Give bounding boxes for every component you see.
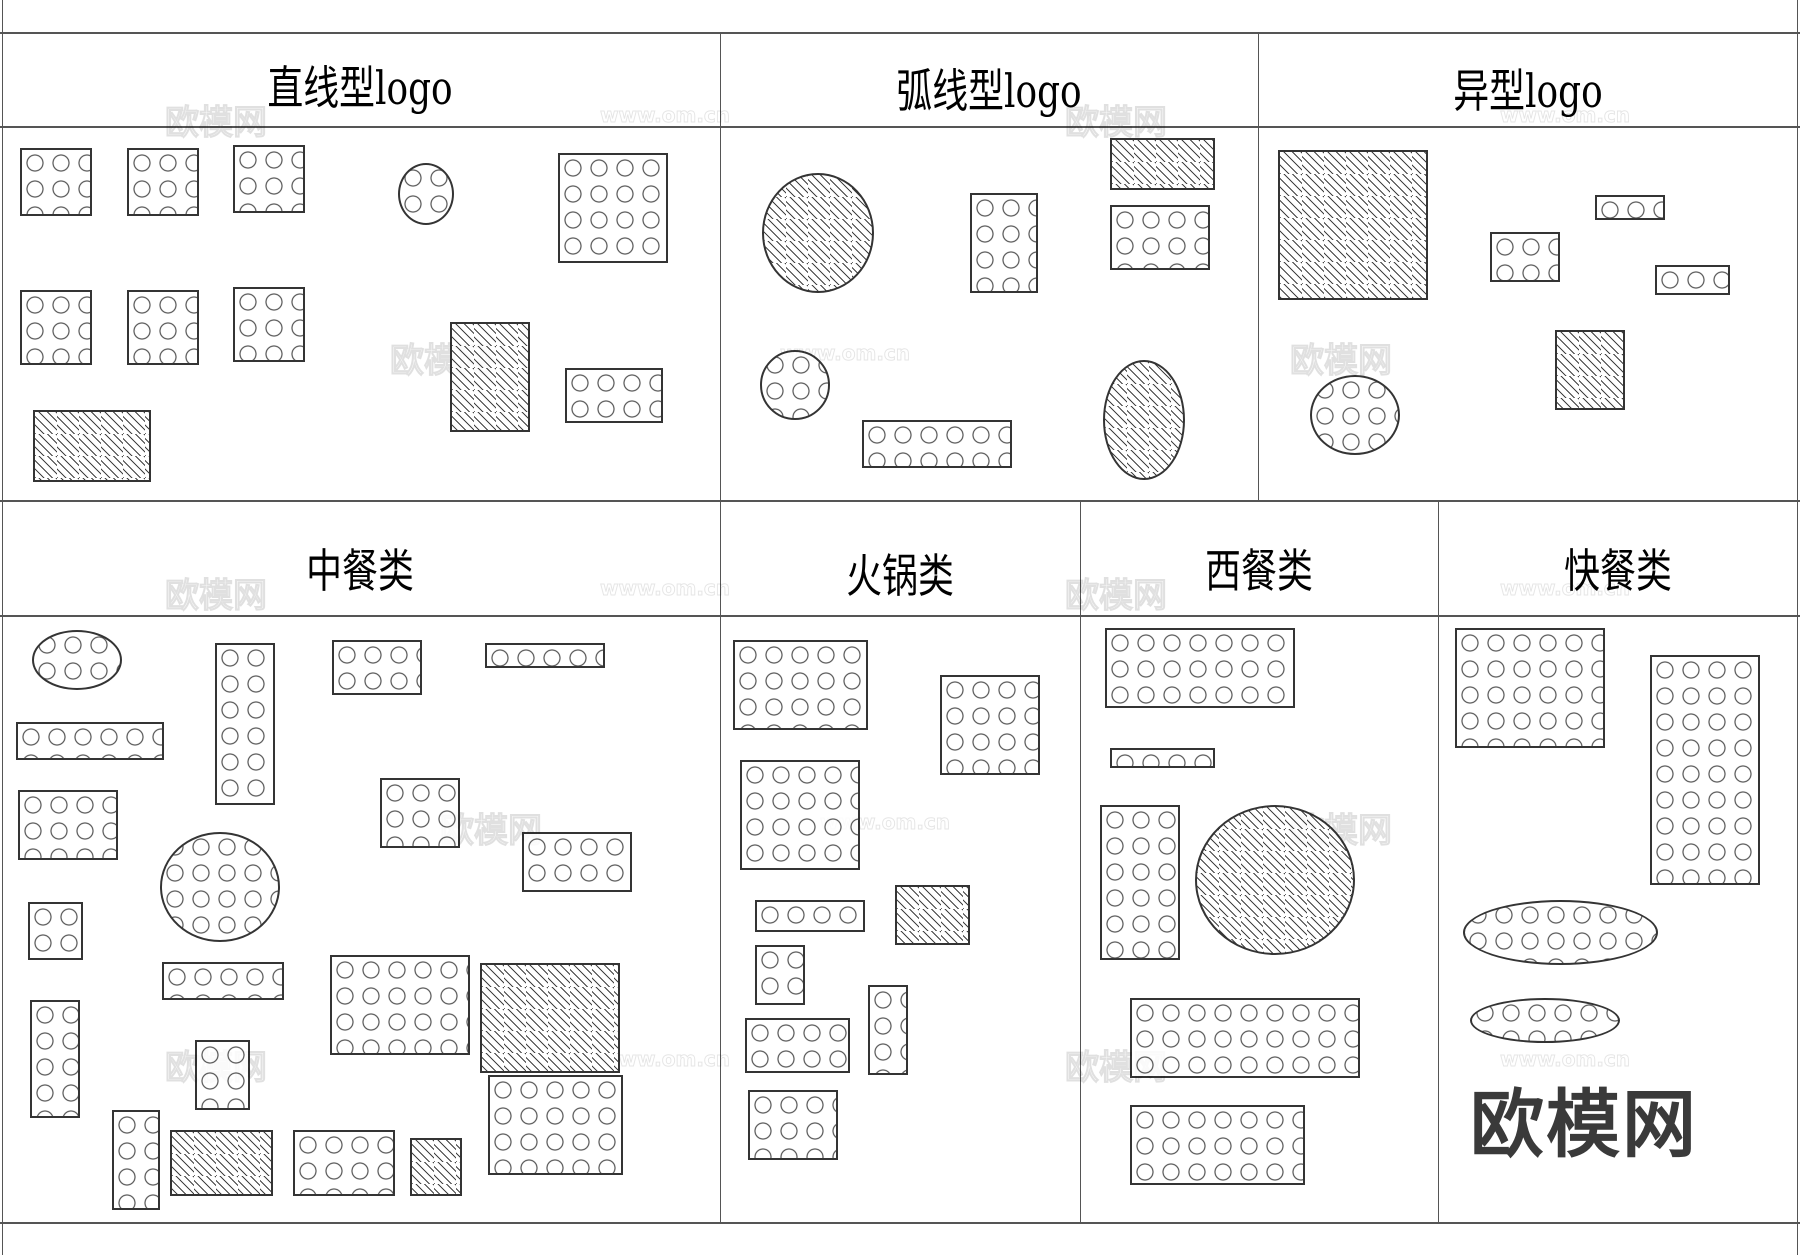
- floor-plan-thumbnail: [1278, 150, 1428, 300]
- grid-line-bottom-col-3: [1438, 500, 1439, 1222]
- grid-line-bottom-col-1: [720, 500, 721, 1222]
- grid-line-top-col-2: [1258, 32, 1259, 500]
- floor-plan-thumbnail: [293, 1130, 395, 1196]
- floor-plan-thumbnail: [398, 163, 454, 225]
- floor-plan-thumbnail: [1103, 360, 1185, 480]
- floor-plan-thumbnail: [1110, 205, 1210, 270]
- floor-plan-thumbnail: [755, 900, 865, 932]
- floor-plan-thumbnail: [895, 885, 970, 945]
- grid-line-header-1-bottom: [0, 126, 1800, 128]
- watermark-url: www.om.cn: [599, 576, 731, 601]
- floor-plan-thumbnail: [162, 962, 284, 1000]
- floor-plan-thumbnail: [748, 1090, 838, 1160]
- floor-plan-thumbnail: [1655, 265, 1730, 295]
- floor-plan-thumbnail: [20, 290, 92, 365]
- floor-plan-thumbnail: [740, 760, 860, 870]
- grid-line-header-2-bottom: [0, 615, 1800, 617]
- grid-line-left: [2, 0, 3, 1255]
- grid-line-bottom: [0, 1222, 1800, 1224]
- floor-plan-thumbnail: [450, 322, 530, 432]
- floor-plan-thumbnail: [760, 350, 830, 420]
- floor-plan-thumbnail: [762, 173, 874, 293]
- floor-plan-thumbnail: [20, 148, 92, 216]
- watermark-brand: 欧模网: [1065, 576, 1168, 617]
- watermark-url: www.om.cn: [1499, 1047, 1631, 1072]
- watermark-url: www.om.cn: [599, 1047, 731, 1072]
- grid-line-row-divider: [0, 500, 1800, 502]
- watermark-brand: 欧模网: [165, 103, 268, 144]
- floor-plan-thumbnail: [488, 1075, 623, 1175]
- watermark-url: www.om.cn: [1499, 576, 1631, 601]
- watermark-brand: 欧模网: [165, 576, 268, 617]
- floor-plan-thumbnail: [30, 1000, 80, 1118]
- floor-plan-thumbnail: [868, 985, 908, 1075]
- floor-plan-thumbnail: [33, 410, 151, 482]
- grid-line-top: [0, 32, 1800, 34]
- floor-plan-thumbnail: [18, 790, 118, 860]
- floor-plan-thumbnail: [127, 290, 199, 365]
- watermark-brand: 欧模网: [1290, 341, 1393, 382]
- floor-plan-thumbnail: [522, 832, 632, 892]
- section-title-straight-logo: 直线型logo: [267, 61, 453, 115]
- section-title-hotpot: 火锅类: [846, 549, 954, 603]
- floor-plan-thumbnail: [755, 945, 805, 1005]
- floor-plan-thumbnail: [940, 675, 1040, 775]
- floor-plan-thumbnail: [733, 640, 868, 730]
- floor-plan-thumbnail: [233, 145, 305, 213]
- floor-plan-thumbnail: [1130, 1105, 1305, 1185]
- floor-plan-thumbnail: [410, 1138, 462, 1196]
- floor-plan-thumbnail: [380, 778, 460, 848]
- floor-plan-thumbnail: [16, 722, 164, 760]
- floor-plan-thumbnail: [1105, 628, 1295, 708]
- floor-plan-thumbnail: [1650, 655, 1760, 885]
- brand-logo: 欧模网: [1470, 1082, 1698, 1168]
- floor-plan-thumbnail: [332, 640, 422, 695]
- floor-plan-thumbnail: [1110, 138, 1215, 190]
- floor-plan-thumbnail: [32, 630, 122, 690]
- grid-line-bottom-col-2: [1080, 500, 1081, 1222]
- section-title-western: 西餐类: [1205, 544, 1313, 598]
- floor-plan-thumbnail: [112, 1110, 160, 1210]
- grid-line-top-col-1: [720, 32, 721, 500]
- floor-plan-thumbnail: [1595, 195, 1665, 220]
- floor-plan-thumbnail: [1555, 330, 1625, 410]
- floor-plan-thumbnail: [233, 287, 305, 362]
- floor-plan-thumbnail: [970, 193, 1038, 293]
- floor-plan-thumbnail: [28, 902, 83, 960]
- section-title-irregular-logo: 异型logo: [1453, 64, 1603, 118]
- floor-plan-thumbnail: [1470, 998, 1620, 1043]
- floor-plan-thumbnail: [215, 643, 275, 805]
- grid-line-right: [1797, 0, 1798, 1255]
- floor-plan-thumbnail: [558, 153, 668, 263]
- watermark-brand: 欧模网: [1065, 103, 1168, 144]
- floor-plan-thumbnail: [1463, 900, 1658, 965]
- floor-plan-thumbnail: [170, 1130, 273, 1196]
- floor-plan-thumbnail: [1110, 748, 1215, 768]
- floor-plan-thumbnail: [1195, 805, 1355, 955]
- watermark-url: www.om.cn: [1499, 103, 1631, 128]
- section-title-arc-logo: 弧线型logo: [896, 64, 1082, 118]
- floor-plan-thumbnail: [480, 963, 620, 1073]
- floor-plan-thumbnail: [127, 148, 199, 216]
- watermark-url: www.om.cn: [599, 103, 731, 128]
- floor-plan-thumbnail: [1130, 998, 1360, 1078]
- floor-plan-thumbnail: [485, 643, 605, 668]
- floor-plan-thumbnail: [330, 955, 470, 1055]
- floor-plan-thumbnail: [1455, 628, 1605, 748]
- section-title-chinese: 中餐类: [306, 544, 414, 598]
- floor-plan-thumbnail: [745, 1018, 850, 1073]
- floor-plan-thumbnail: [862, 420, 1012, 468]
- floor-plan-thumbnail: [1100, 805, 1180, 960]
- floor-plan-thumbnail: [565, 368, 663, 423]
- section-title-fastfood: 快餐类: [1564, 544, 1672, 598]
- floor-plan-thumbnail: [1490, 232, 1560, 282]
- floor-plan-thumbnail: [195, 1040, 250, 1110]
- floor-plan-thumbnail: [160, 832, 280, 942]
- floor-plan-thumbnail: [1310, 375, 1400, 455]
